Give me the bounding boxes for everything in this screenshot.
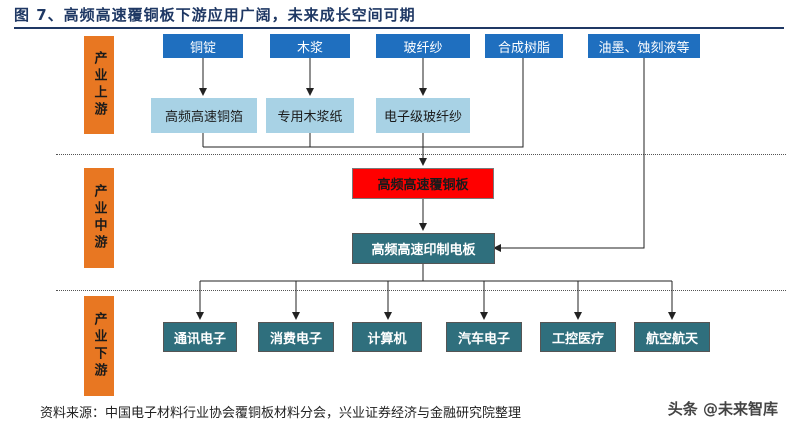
downstream-computer: 计算机 [352, 322, 422, 352]
midstream-ccl: 高频高速覆铜板 [352, 168, 494, 199]
divider-lower [56, 290, 786, 291]
downstream-telecom: 通讯电子 [163, 322, 237, 352]
stage-downstream: 产业下游 [84, 296, 114, 396]
raw-copper-ingot: 铜锭 [163, 34, 243, 58]
watermark: 头条 @未来智库 [667, 400, 778, 418]
downstream-industrial-medical: 工控医疗 [540, 322, 616, 352]
title-rule [14, 27, 784, 29]
stage-midstream: 产业中游 [84, 168, 114, 268]
raw-wood-pulp: 木浆 [270, 34, 350, 58]
stage-upstream: 产业上游 [84, 36, 114, 134]
processed-glass-fiber-yarn: 电子级玻纤纱 [376, 98, 470, 133]
processed-wood-pulp-paper: 专用木浆纸 [266, 98, 354, 133]
line-resin [203, 58, 524, 148]
midstream-pcb: 高频高速印制电板 [352, 233, 495, 264]
downstream-consumer-electronics: 消费电子 [258, 322, 334, 352]
downstream-automotive: 汽车电子 [446, 322, 522, 352]
raw-synthetic-resin: 合成树脂 [485, 34, 563, 58]
source-note: 资料来源：中国电子材料行业协会覆铜板材料分会，兴业证券经济与金融研究院整理 [40, 406, 522, 421]
divider-upper [56, 154, 786, 155]
downstream-aerospace: 航空航天 [634, 322, 710, 352]
arrow-ink [493, 58, 645, 252]
figure-title: 图 7、高频高速覆铜板下游应用广阔，未来成长空间可期 [14, 6, 416, 24]
raw-ink-etchant: 油墨、蚀刻液等 [588, 34, 700, 58]
raw-glass-fiber-yarn: 玻纤纱 [376, 34, 470, 58]
processed-copper-foil: 高频高速铜箔 [151, 98, 257, 133]
